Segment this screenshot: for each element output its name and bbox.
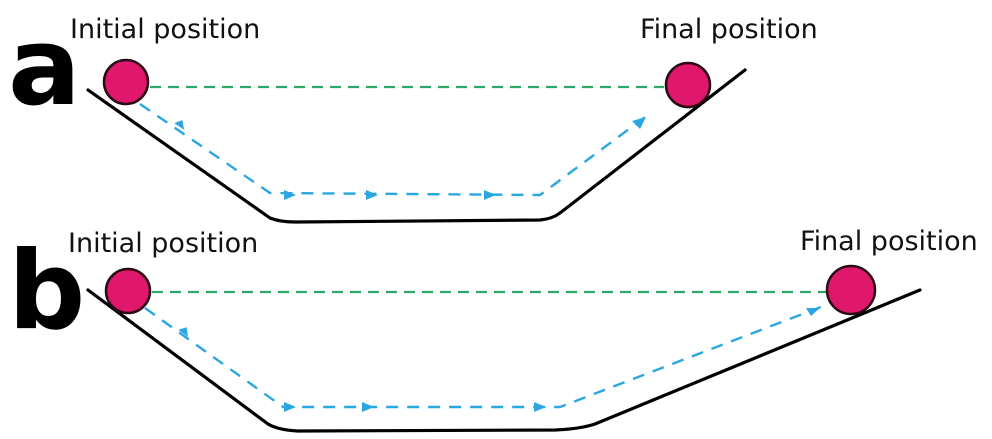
panel-a-final-label: Final position: [640, 14, 818, 45]
panel-a-initial-ball: [102, 58, 150, 106]
panel-a-letter: a: [8, 5, 81, 130]
panel-a-path-arrow-3: [366, 190, 378, 200]
panel-a-final-ball: [664, 61, 712, 109]
panel-b-ball-path: [144, 303, 827, 409]
panel-b-path-arrow-5: [806, 308, 820, 316]
panel-a-path-arrow-4: [484, 190, 496, 200]
panel-b-final-label: Final position: [800, 226, 978, 257]
panel-b-path-arrow-4: [534, 402, 546, 412]
panel-b-initial-label: Initial position: [68, 228, 258, 259]
panel-b-initial-ball: [104, 267, 152, 315]
panel-b-final-ball: [825, 264, 877, 316]
panel-b-track: [86, 288, 922, 433]
panel-a-path-arrow-1: [174, 120, 185, 130]
panel-a-track: [86, 68, 747, 224]
panel-a-path-arrow-2: [284, 190, 296, 200]
panel-b-path-arrow-1: [178, 327, 189, 337]
panel-b-path-arrow-3: [362, 402, 374, 412]
panel-b-letter: b: [8, 229, 85, 354]
panel-b: b Initial position Final position: [8, 226, 978, 433]
panel-b-path-arrow-2: [284, 402, 296, 412]
panel-a: a Initial position Final position: [8, 5, 818, 224]
panel-a-path-arrow-5: [632, 117, 646, 129]
panel-a-initial-label: Initial position: [70, 14, 260, 45]
